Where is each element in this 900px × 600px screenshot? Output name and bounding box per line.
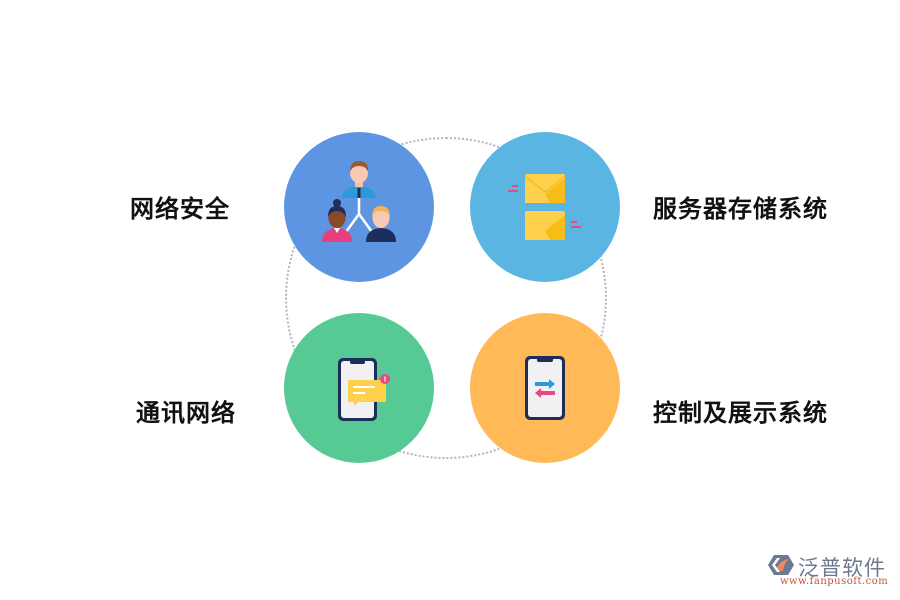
node-control-display — [470, 313, 620, 463]
phone-transfer-icon — [525, 356, 565, 420]
label-communication-network: 通讯网络 — [136, 399, 236, 427]
brand-watermark: 泛普软件 www.fanpusoft.com — [768, 552, 893, 592]
label-control-display: 控制及展示系统 — [653, 399, 828, 427]
phone-message-icon — [338, 358, 390, 421]
brand-url: www.fanpusoft.com — [780, 576, 889, 587]
dotted-ring-connector — [285, 137, 607, 459]
brand-logo-icon — [768, 555, 794, 575]
label-server-storage: 服务器存储系统 — [653, 195, 828, 223]
brand-name: 泛普软件 — [798, 556, 886, 580]
node-server-storage — [470, 132, 620, 282]
node-communication-network — [284, 313, 434, 463]
node-network-security — [284, 132, 434, 282]
envelopes-icon — [508, 174, 581, 240]
label-network-security: 网络安全 — [130, 195, 230, 223]
people-hierarchy-icon — [322, 161, 396, 242]
